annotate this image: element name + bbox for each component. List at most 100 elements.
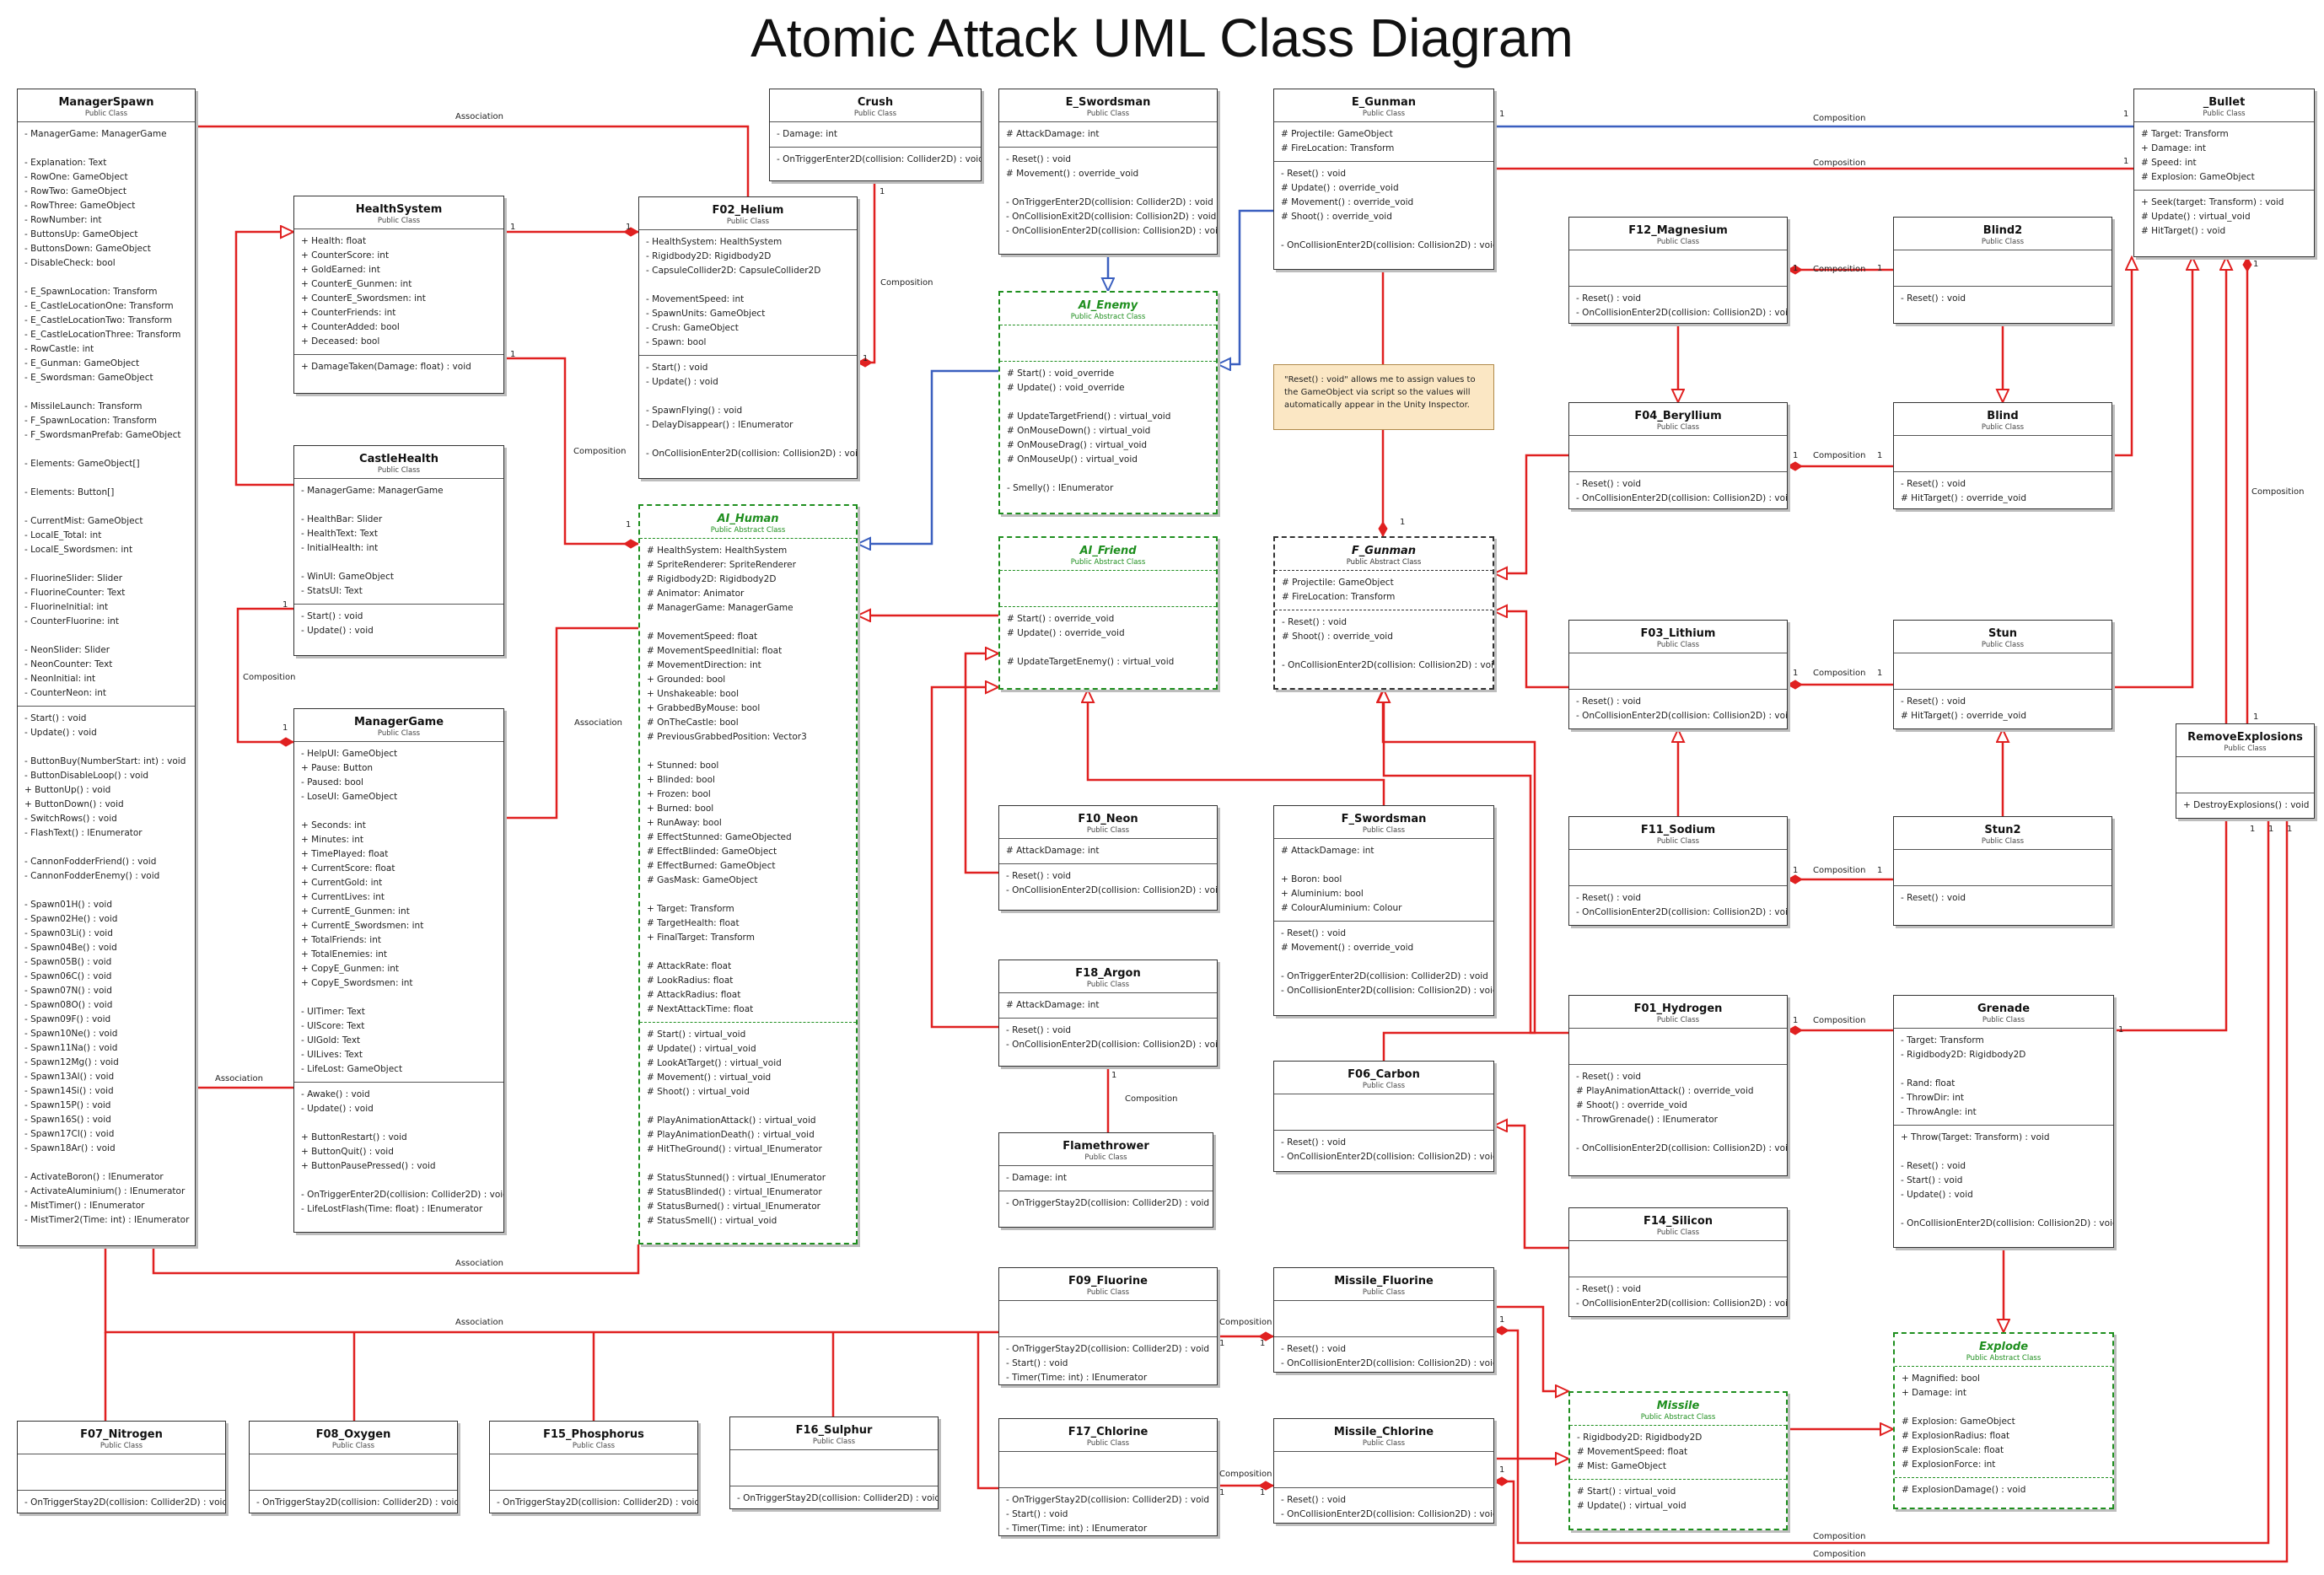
- class-name: Blind: [1987, 410, 2019, 422]
- mult-1: 1: [1111, 1071, 1117, 1080]
- reset-note: "Reset() : void" allows me to assign val…: [1273, 364, 1494, 430]
- class-name: F04_Beryllium: [1634, 410, 1722, 422]
- class-operations: # ExplosionDamage() : void: [1895, 1477, 2112, 1502]
- relation-line: [504, 626, 638, 820]
- class-stereotype: Public Class: [1362, 1439, 1406, 1448]
- class-operations: # Start() : override_void # Update() : o…: [1000, 606, 1216, 675]
- class-name: E_Swordsman: [1065, 96, 1151, 109]
- relation-line: [236, 607, 295, 747]
- class-stereotype: Public Class: [1656, 1228, 1700, 1237]
- class-operations: - Reset() : void - OnCollisionEnter2D(co…: [1569, 689, 1787, 728]
- relation-edges: [104, 121, 2289, 1563]
- class-operations: - Reset() : void - OnCollisionEnter2D(co…: [1569, 286, 1787, 325]
- class-name: F08_Oxygen: [315, 1428, 391, 1441]
- class-name: F10_Neon: [1078, 813, 1138, 825]
- class-operations: - Reset() : void - OnCollisionEnter2D(co…: [1569, 885, 1787, 925]
- class-attributes: [1274, 1451, 1493, 1487]
- class-stereotype: Public Abstract Class: [1070, 558, 1146, 567]
- class-operations: - OnTriggerStay2D(collision: Collider2D)…: [999, 1191, 1213, 1216]
- mult-1: 1: [2123, 157, 2129, 166]
- relation-line: [856, 181, 876, 368]
- mult-1: 1: [1877, 451, 1883, 460]
- relation-line: [196, 125, 750, 196]
- mult-1: 1: [880, 187, 885, 196]
- lbl-composition: Composition: [1813, 159, 1866, 168]
- mult-1: 1: [1793, 669, 1799, 678]
- class-attributes: [1569, 1240, 1787, 1277]
- relation-line: [2114, 257, 2226, 1032]
- class-attributes: + Health: float + CounterScore: int + Go…: [294, 228, 503, 354]
- class-name: Crush: [857, 96, 894, 109]
- class-operations: - Reset() : void # PlayAnimationAttack()…: [1569, 1064, 1787, 1161]
- mult-1: 1: [626, 223, 632, 232]
- class-operations: - OnTriggerStay2D(collision: Collider2D)…: [18, 1490, 225, 1515]
- class-attributes: - Damage: int: [770, 121, 981, 147]
- mult-1: 1: [1793, 451, 1799, 460]
- class-attributes: [1274, 1094, 1493, 1130]
- class-attributes: [1894, 435, 2112, 471]
- class-stereotype: Public Class: [1981, 837, 2025, 846]
- relation-line: [930, 687, 998, 1029]
- lbl-composition: Composition: [1813, 265, 1866, 274]
- class-name: F14_Silicon: [1643, 1215, 1713, 1228]
- relation-line: [2112, 257, 2192, 689]
- class-operations: - Start() : void - Update() : void - But…: [18, 706, 195, 1233]
- class-operations: - Reset() : void: [1894, 286, 2112, 311]
- lbl-association: Association: [455, 112, 503, 121]
- class-attributes: [250, 1454, 457, 1490]
- class-attributes: # Projectile: GameObject # FireLocation:…: [1275, 570, 1493, 610]
- class-operations: - Reset() : void - OnCollisionEnter2D(co…: [1274, 1487, 1493, 1527]
- lbl-composition: Composition: [1813, 451, 1866, 460]
- class-stereotype: Public Class: [331, 1442, 375, 1450]
- relation-line: [976, 1332, 998, 1490]
- class-attributes: + Magnified: bool + Damage: int # Explos…: [1895, 1366, 2112, 1477]
- relation-line: [1494, 1305, 1568, 1391]
